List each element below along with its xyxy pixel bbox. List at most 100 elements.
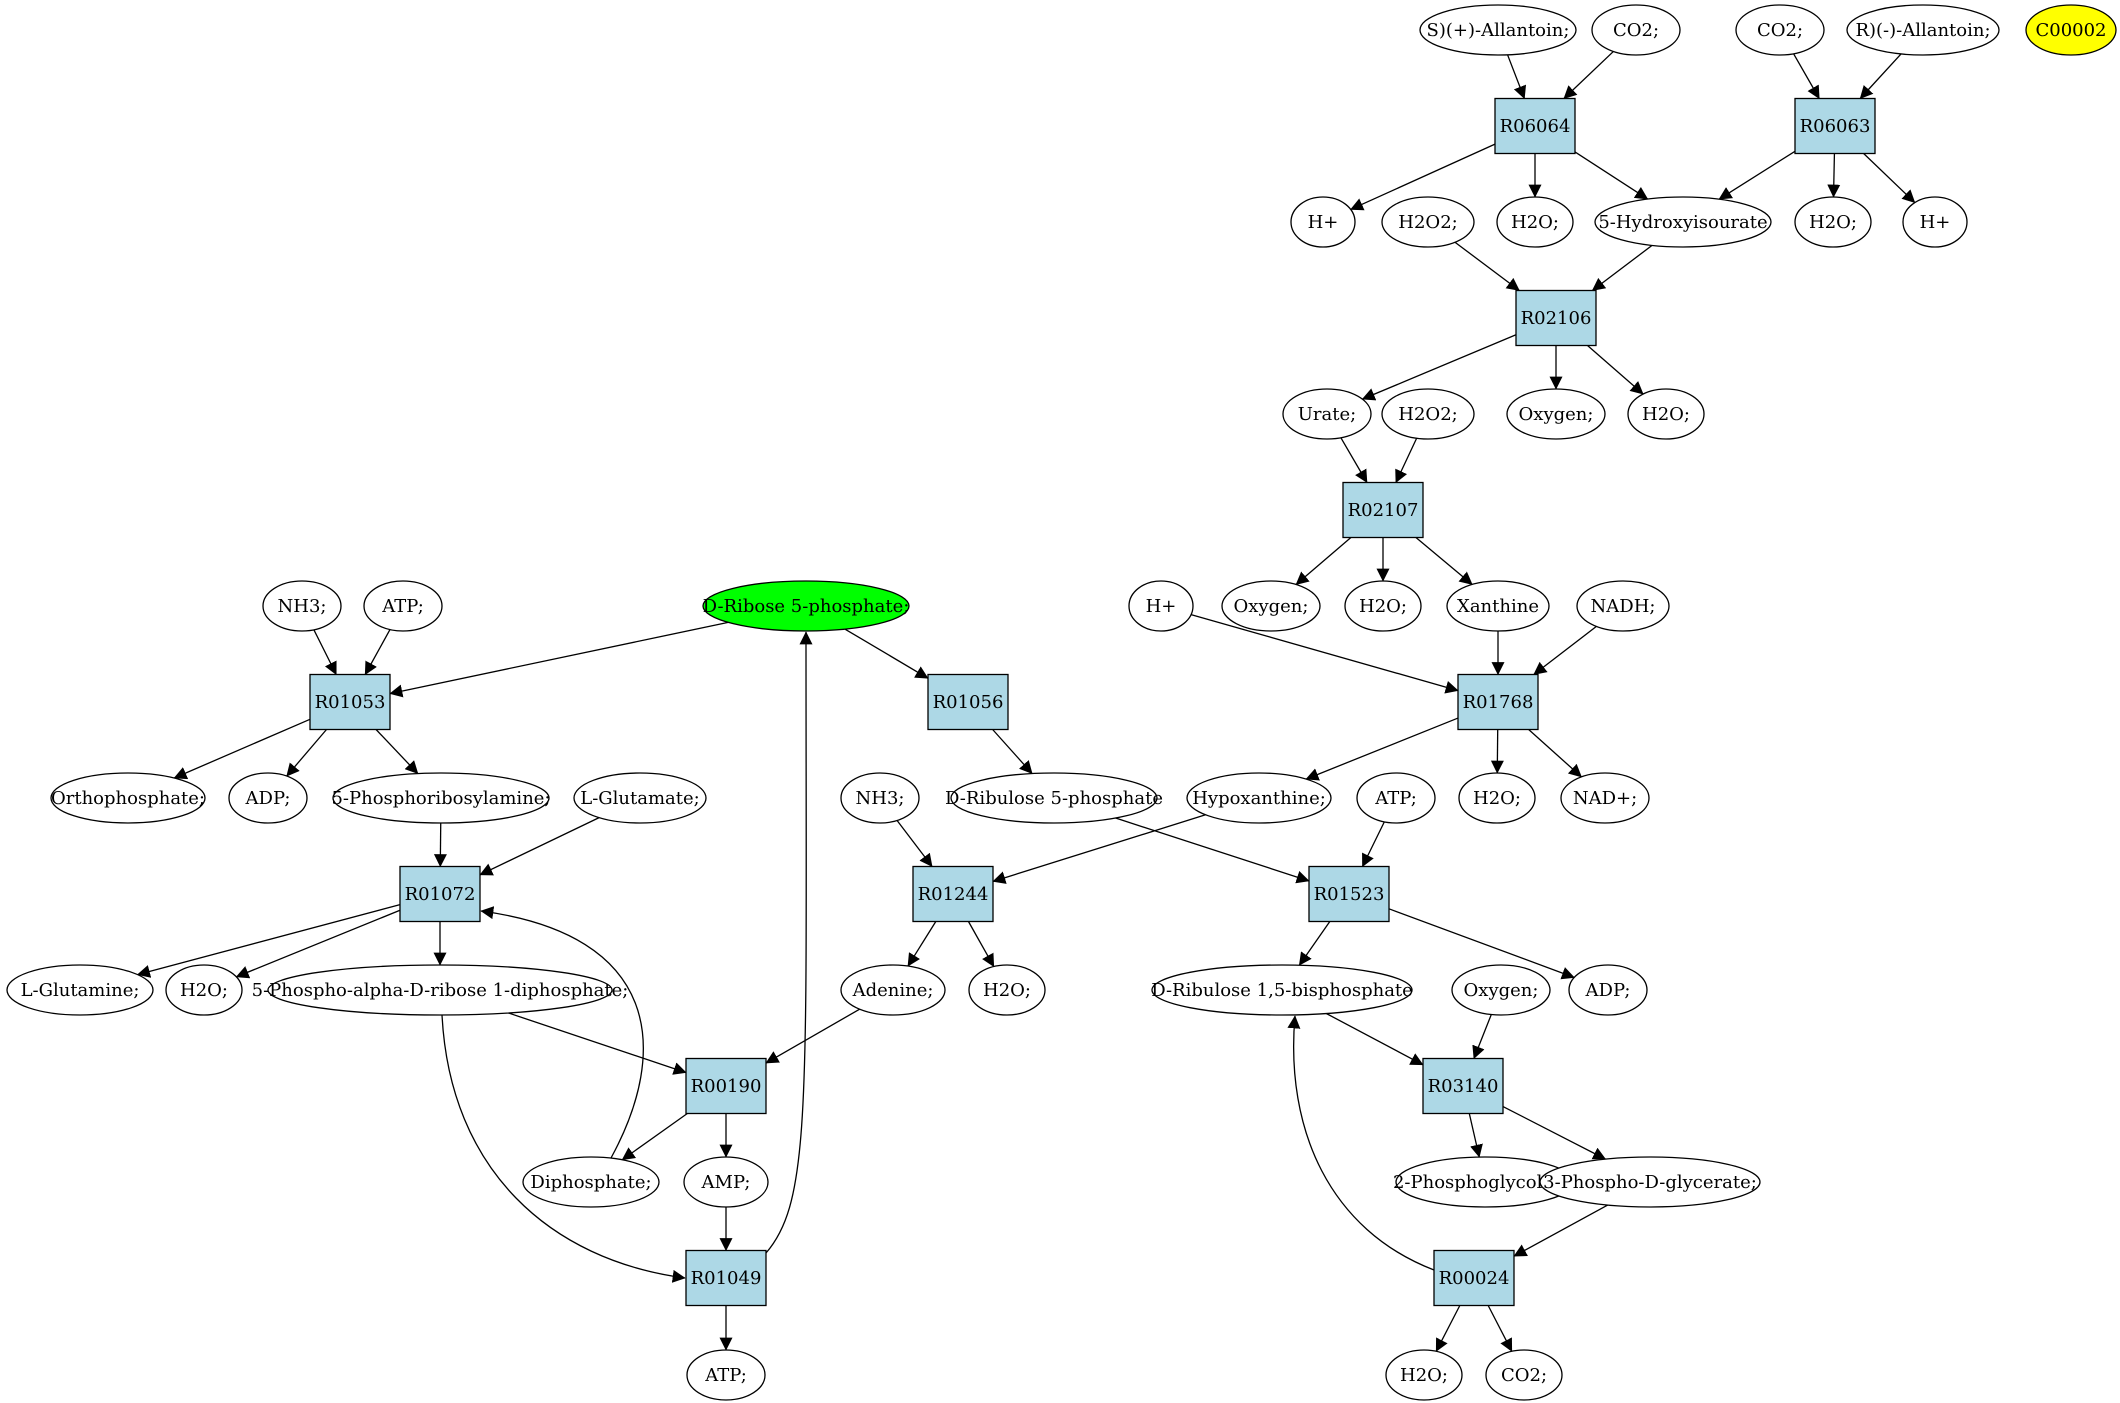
compound-hplus-b[interactable]: H+ <box>1902 196 1968 248</box>
edge-r02106-to-urate <box>1361 334 1517 401</box>
reaction-r01244[interactable]: R01244 <box>912 865 994 923</box>
edge-allantoin_s-to-r06064 <box>1506 54 1527 100</box>
compound-oxygen-a[interactable]: Oxygen; <box>1506 388 1606 440</box>
edge-r02107-to-xanthine <box>1415 537 1473 585</box>
compound-ribulose15bp[interactable]: D-Ribulose 1,5-bisphosphate <box>1151 964 1413 1016</box>
compound-atp-b[interactable]: ATP; <box>1356 772 1436 824</box>
compound-c00002[interactable]: C00002 <box>2025 4 2117 56</box>
compound-oxygen-c[interactable]: Oxygen; <box>1451 964 1551 1016</box>
edge-nadh-to-r01768 <box>1533 625 1597 676</box>
compound-co2-b[interactable]: CO2; <box>1735 4 1825 56</box>
compound-phosphoglycerate[interactable]: 3-Phospho-D-glycerate; <box>1539 1156 1761 1208</box>
reaction-r06064[interactable]: R06064 <box>1494 97 1576 155</box>
reaction-r00024[interactable]: R00024 <box>1433 1249 1515 1307</box>
compound-adp-a[interactable]: ADP; <box>228 772 308 824</box>
compound-atp-c[interactable]: ATP; <box>686 1349 766 1401</box>
compound-label: H+ <box>1146 596 1177 617</box>
edge-r06063-to-h2o_b <box>1827 153 1841 198</box>
compound-adp-b[interactable]: ADP; <box>1568 964 1648 1016</box>
compound-h2o-f[interactable]: H2O; <box>165 964 243 1016</box>
compound-phosphoglycolate[interactable]: 2-Phosphoglycolate; <box>1393 1156 1577 1208</box>
compound-h2o2-a[interactable]: H2O2; <box>1381 196 1475 248</box>
reaction-r01072[interactable]: R01072 <box>399 865 481 923</box>
compound-label: D-Ribose 5-phosphate; <box>703 596 910 617</box>
reaction-r01053[interactable]: R01053 <box>309 673 391 731</box>
compound-label: NAD+; <box>1573 788 1637 809</box>
compound-hplus-c[interactable]: H+ <box>1128 580 1194 632</box>
reaction-r06063[interactable]: R06063 <box>1794 97 1876 155</box>
compound-co2-a[interactable]: CO2; <box>1591 4 1681 56</box>
edge-diphosphate-to-r01072 <box>480 906 644 1159</box>
edge-hypoxanthine-to-r01244 <box>992 814 1206 884</box>
compound-orthophosphate[interactable]: Orthophosphate; <box>50 772 206 824</box>
compound-allantoin-r[interactable]: R)(-)-Allantoin; <box>1846 4 2000 56</box>
compound-label: AMP; <box>701 1172 751 1193</box>
compound-label: 5-Phosphoribosylamine; <box>331 788 550 809</box>
compound-h2o-b[interactable]: H2O; <box>1794 196 1872 248</box>
compound-h2o-a[interactable]: H2O; <box>1496 196 1574 248</box>
compound-diphosphate[interactable]: Diphosphate; <box>522 1156 660 1208</box>
compound-hypoxanthine[interactable]: Hypoxanthine; <box>1186 772 1332 824</box>
compound-label: H2O; <box>180 980 228 1001</box>
reaction-r01768[interactable]: R01768 <box>1457 673 1539 731</box>
compound-label: Oxygen; <box>1234 596 1309 617</box>
compound-h2o2-b[interactable]: H2O2; <box>1381 388 1475 440</box>
compound-label: 3-Phospho-D-glycerate; <box>1543 1172 1757 1193</box>
edge-urate-to-r02107 <box>1340 437 1368 484</box>
compound-hydroxyisourate[interactable]: 5-Hydroxyisourate <box>1594 196 1772 248</box>
compound-h2o-d[interactable]: H2O; <box>1344 580 1422 632</box>
compound-allantoin-s[interactable]: S)(+)-Allantoin; <box>1419 4 1577 56</box>
reaction-r01049[interactable]: R01049 <box>685 1249 767 1307</box>
edge-atp_a-to-r01053 <box>364 629 391 676</box>
edge-r06063-to-hplus_b <box>1863 153 1916 204</box>
reaction-label: R01053 <box>315 692 386 713</box>
compound-urate[interactable]: Urate; <box>1282 388 1372 440</box>
compound-ribose5p[interactable]: D-Ribose 5-phosphate; <box>702 580 910 632</box>
reaction-label: R02106 <box>1521 308 1592 329</box>
compound-h2o-e[interactable]: H2O; <box>1458 772 1536 824</box>
edge-r01523-to-ribulose15bp <box>1298 921 1331 966</box>
compound-h2o-c[interactable]: H2O; <box>1627 388 1705 440</box>
compound-adenine[interactable]: Adenine; <box>840 964 946 1016</box>
reaction-r01523[interactable]: R01523 <box>1308 865 1390 923</box>
edge-r01053-to-phosphoribosylamine <box>375 729 419 775</box>
compound-hplus-a[interactable]: H+ <box>1290 196 1356 248</box>
compound-label: 5-Hydroxyisourate <box>1598 212 1767 233</box>
compound-oxygen-b[interactable]: Oxygen; <box>1221 580 1321 632</box>
edge-adenine-to-r00190 <box>765 1008 860 1064</box>
compound-label: R)(-)-Allantoin; <box>1855 20 1990 41</box>
reaction-r03140[interactable]: R03140 <box>1422 1057 1504 1115</box>
reaction-r00190[interactable]: R00190 <box>685 1057 767 1115</box>
compound-phosphoribosylamine[interactable]: 5-Phosphoribosylamine; <box>331 772 551 824</box>
compound-xanthine[interactable]: Xanthine <box>1446 580 1550 632</box>
compound-amp[interactable]: AMP; <box>683 1156 769 1208</box>
edge-h2o2_b-to-r02107 <box>1395 437 1418 484</box>
compound-h2o-g[interactable]: H2O; <box>968 964 1046 1016</box>
reaction-r02106[interactable]: R02106 <box>1515 289 1597 347</box>
compound-label: Oxygen; <box>1464 980 1539 1001</box>
edge-co2_b-to-r06063 <box>1793 53 1820 100</box>
compound-label: S)(+)-Allantoin; <box>1427 20 1570 41</box>
compound-label: Hypoxanthine; <box>1192 788 1326 809</box>
compound-ribulose5p[interactable]: D-Ribulose 5-phosphate <box>945 772 1163 824</box>
compound-nh3-b[interactable]: NH3; <box>840 772 920 824</box>
compound-nadplus[interactable]: NAD+; <box>1560 772 1650 824</box>
reaction-r01056[interactable]: R01056 <box>927 673 1009 731</box>
compound-nadh[interactable]: NADH; <box>1576 580 1670 632</box>
compound-label: H+ <box>1920 212 1951 233</box>
reaction-r02107[interactable]: R02107 <box>1342 481 1424 539</box>
compound-label: ATP; <box>704 1365 747 1386</box>
edge-r00024-to-ribulose15bp <box>1287 1015 1435 1271</box>
edge-r06064-to-hplus_a <box>1350 143 1496 211</box>
compound-h2o-h[interactable]: H2O; <box>1385 1349 1463 1401</box>
compound-atp-a[interactable]: ATP; <box>363 580 443 632</box>
compound-label: Oxygen; <box>1519 404 1594 425</box>
compound-label: NH3; <box>278 596 327 617</box>
compound-prpp[interactable]: 5-Phospho-alpha-D-ribose 1-diphosphate; <box>252 964 629 1016</box>
compound-lglutamate[interactable]: L-Glutamate; <box>573 772 707 824</box>
compound-co2-c[interactable]: CO2; <box>1485 1349 1563 1401</box>
compound-nh3-a[interactable]: NH3; <box>262 580 342 632</box>
compound-label: Orthophosphate; <box>51 788 205 809</box>
compound-lglutamine[interactable]: L-Glutamine; <box>6 964 154 1016</box>
